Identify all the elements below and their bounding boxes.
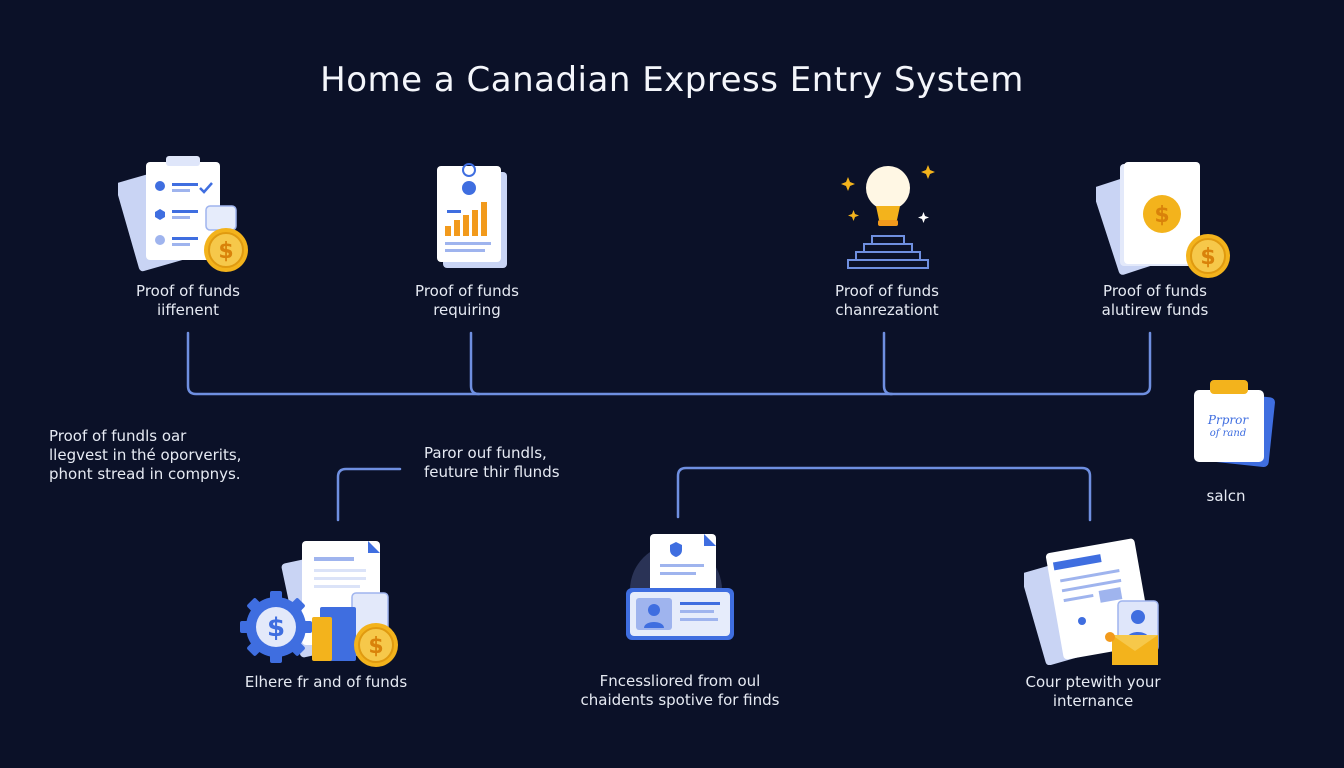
top-node-2-label: Proof of funds requiring xyxy=(367,282,567,320)
bottom-node-3-line1: Cour ptewith your xyxy=(1025,673,1161,691)
top-node-3-line2: chanrezationt xyxy=(835,301,939,319)
top-node-2-line2: requiring xyxy=(433,301,501,319)
side-middle-line1: Paror ouf fundls, xyxy=(424,444,547,462)
svg-text:$: $ xyxy=(1200,245,1215,270)
clipboard-badge-line1: Prpror xyxy=(1207,413,1249,427)
top-node-1-line2: iiffenent xyxy=(156,301,220,319)
top-node-1-label: Proof of funds iiffenent xyxy=(88,282,288,320)
side-middle-line2: feuture thir flunds xyxy=(424,463,560,481)
top-node-4-label: Proof of funds alutirew funds xyxy=(1055,282,1255,320)
lower-right-connector xyxy=(676,466,1092,522)
svg-text:$: $ xyxy=(218,239,233,264)
side-left-line3: phont stread in compnys. xyxy=(49,465,241,483)
bottom-node-2-label: Fncessliored from oul chaidents spotive … xyxy=(560,672,800,710)
svg-text:$: $ xyxy=(267,613,285,643)
bottom-node-3-label: Cour ptewith your internance xyxy=(973,673,1213,711)
bar-chart-document-icon xyxy=(437,163,507,268)
side-left-line2: llegvest in thé oporverits, xyxy=(49,446,242,464)
bottom-node-2-line1: Fncessliored from oul xyxy=(599,672,761,690)
lightbulb-icon xyxy=(841,165,935,269)
side-left-line1: Proof of fundls oar xyxy=(49,427,187,445)
side-middle-text: Paror ouf fundls, feuture thir flunds xyxy=(424,444,560,482)
svg-text:$: $ xyxy=(1154,203,1169,228)
top-connector-3 xyxy=(882,331,894,396)
side-left-text: Proof of fundls oar llegvest in thé opor… xyxy=(49,427,241,484)
clipboard-caption: salcn xyxy=(1206,487,1246,505)
top-node-3-label: Proof of funds chanrezationt xyxy=(787,282,987,320)
top-node-2-line1: Proof of funds xyxy=(415,282,519,300)
clipboard-icon: Prpror of rand xyxy=(1194,380,1275,467)
checklist-coin-icon: $ xyxy=(118,156,248,272)
bottom-node-1-label: Elhere fr and of funds xyxy=(206,673,446,692)
bottom-node-3-line2: internance xyxy=(1052,692,1134,710)
top-node-1-line1: Proof of funds xyxy=(136,282,240,300)
page-title: Home a Canadian Express Entry System xyxy=(320,60,1024,100)
documents-photo-icon xyxy=(1024,538,1159,665)
lower-left-connector xyxy=(336,467,402,522)
bottom-node-2-line2: chaidents spotive for finds xyxy=(580,691,780,709)
top-node-3-line1: Proof of funds xyxy=(835,282,939,300)
dollar-document-icon: $ $ xyxy=(1096,162,1230,278)
top-node-4-line1: Proof of funds xyxy=(1103,282,1207,300)
top-connector xyxy=(186,331,1152,396)
id-card-document-icon xyxy=(626,534,734,640)
top-connector-2 xyxy=(469,331,481,396)
clipboard-badge-line2: of rand xyxy=(1210,428,1246,439)
svg-text:$: $ xyxy=(368,634,383,659)
bottom-node-1-line1: Elhere fr and of funds xyxy=(244,673,408,691)
top-node-4-line2: alutirew funds xyxy=(1101,301,1209,319)
gear-dollar-coin-icon: $ $ xyxy=(240,541,398,667)
